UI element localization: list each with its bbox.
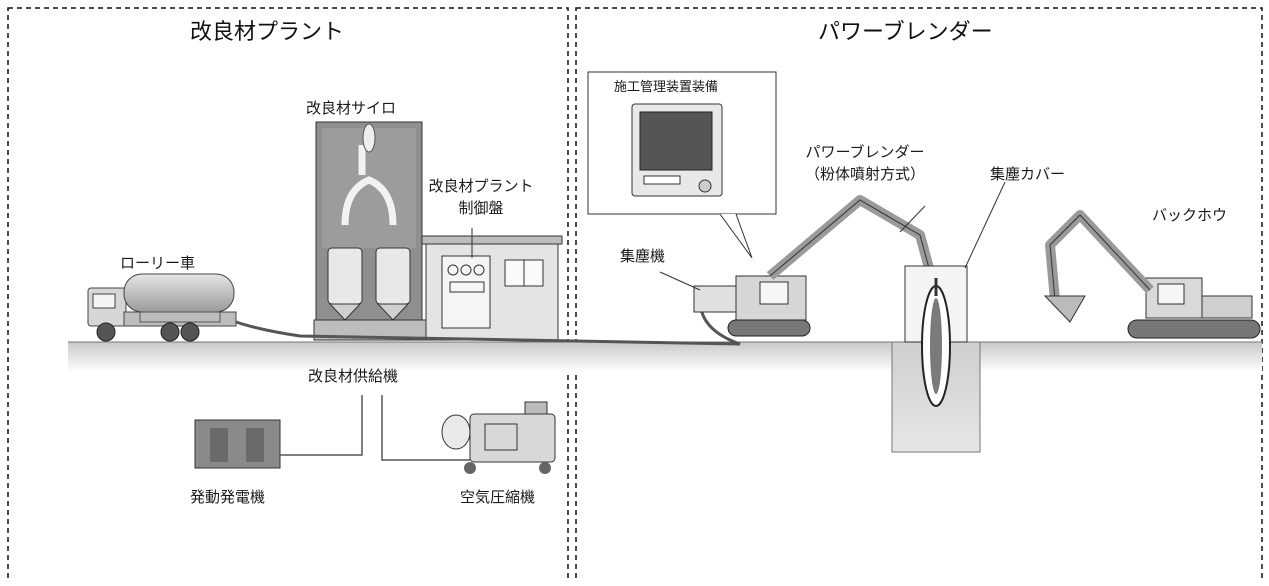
right-section-frame — [575, 7, 1263, 586]
plant-control-label-line2: 制御盤 — [458, 199, 504, 217]
management-callout — [587, 71, 777, 259]
left-section-title: 改良材プラント — [190, 20, 345, 45]
management-label: 施工管理装置装備 — [614, 80, 719, 95]
generator-illustration — [194, 395, 363, 469]
backhoe-illustration — [1043, 210, 1261, 339]
power-blender-illustration — [693, 195, 940, 337]
blender-label-line1: パワーブレンダー — [805, 143, 925, 161]
generator-label: 発動発電機 — [190, 488, 266, 506]
compressor-illustration — [381, 395, 556, 474]
control-house-illustration — [421, 235, 563, 341]
backhoe-label: バックホウ — [1152, 206, 1228, 224]
blender-label-line2: （粉体噴射方式） — [804, 165, 925, 183]
ground — [68, 341, 1262, 372]
lorry-truck-illustration — [87, 273, 237, 342]
silo-label: 改良材サイロ — [306, 99, 397, 117]
dust-cover-label: 集塵カバー — [990, 165, 1066, 183]
leader-lines — [471, 181, 1006, 291]
plant-control-label-line1: 改良材プラント — [428, 177, 534, 195]
dust-collector-label: 集塵機 — [620, 247, 666, 265]
left-section-frame — [7, 7, 569, 586]
supplier-label: 改良材供給機 — [308, 367, 399, 385]
compressor-label: 空気圧縮機 — [460, 488, 536, 506]
lorry-label: ローリー車 — [120, 254, 196, 272]
silo-illustration — [313, 121, 427, 341]
dust-cover-and-column — [891, 265, 981, 453]
material-hose — [235, 299, 741, 346]
right-section-title: パワーブレンダー — [818, 20, 993, 45]
